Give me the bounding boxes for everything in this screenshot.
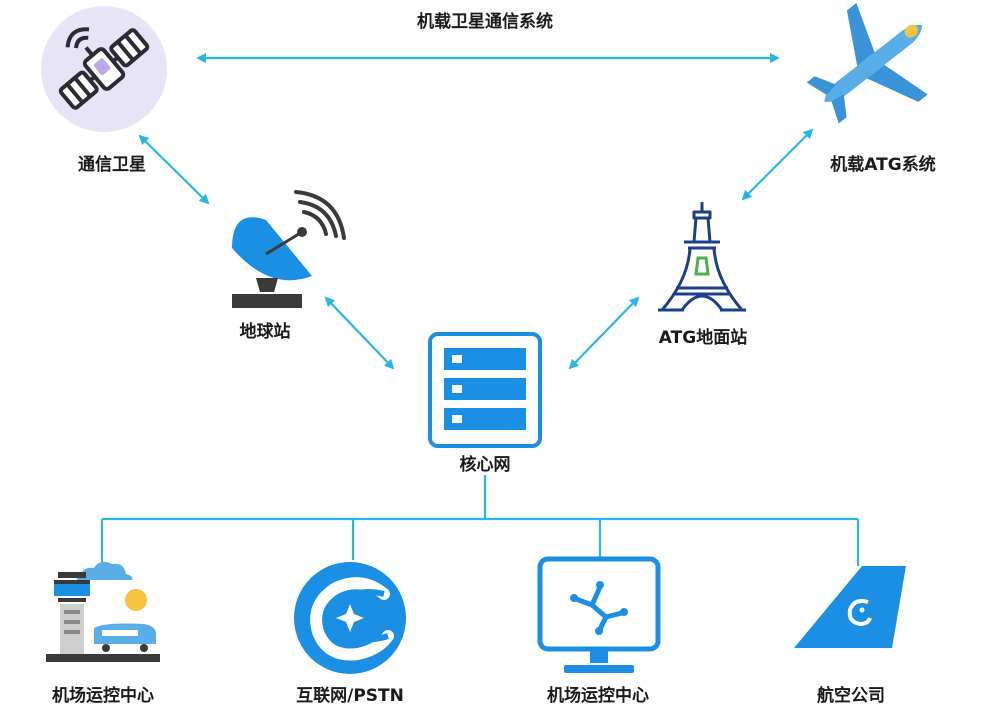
satellite-icon	[41, 6, 167, 132]
link-airplane-atg-station	[741, 128, 814, 201]
top-link-label: 机载卫星通信系统	[417, 12, 553, 32]
satellite-label: 通信卫星	[78, 155, 146, 175]
monitor-network-icon	[537, 556, 661, 673]
earth-station-label: 地球站	[239, 322, 291, 342]
airplane-label: 机载ATG系统	[830, 155, 936, 175]
tower-icon	[658, 202, 746, 312]
server-icon	[428, 332, 542, 448]
link-atg-station-core	[568, 296, 640, 370]
internet-globe-icon	[294, 562, 406, 674]
endpoint-label-1: 机场运控中心	[52, 686, 154, 706]
link-earth-station-core	[324, 296, 395, 370]
airplane-icon	[806, 3, 928, 124]
airline-tail-icon	[794, 566, 906, 648]
core-network-label: 核心网	[459, 455, 511, 475]
endpoint-label-4: 航空公司	[817, 686, 885, 706]
endpoint-label-3: 机场运控中心	[547, 686, 649, 706]
endpoint-label-2: 互联网/PSTN	[296, 686, 404, 706]
satellite-dish-icon	[232, 190, 346, 308]
core-network-bus	[100, 475, 860, 572]
airport-tower-icon	[46, 561, 160, 662]
atg-station-label: ATG地面站	[658, 328, 748, 348]
link-satellite-earth-station	[138, 134, 210, 205]
